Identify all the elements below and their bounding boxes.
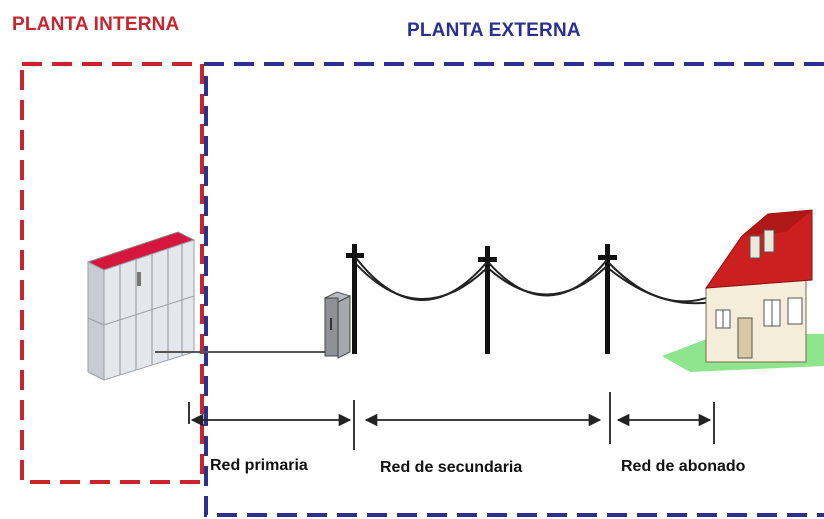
internal-plant-title: PLANTA INTERNA [12,14,180,35]
internal-plant-border [20,62,204,484]
primary-network-label: Red primaria [210,457,308,474]
central-office-racks-icon [86,231,196,381]
external-plant-border [204,62,824,517]
secondary-network-label: Red de secundaria [380,459,523,476]
dimension-lines [188,392,715,450]
aerial-cables [355,257,713,305]
pole-3-icon [598,244,617,354]
pole-1-icon [346,244,364,354]
external-plant-title: PLANTA EXTERNA [407,20,581,41]
distribution-cabinet-icon [323,291,352,359]
subscriber-network-label: Red de abonado [621,458,746,475]
subscriber-house-icon [662,209,824,372]
pole-2-icon [478,246,497,354]
